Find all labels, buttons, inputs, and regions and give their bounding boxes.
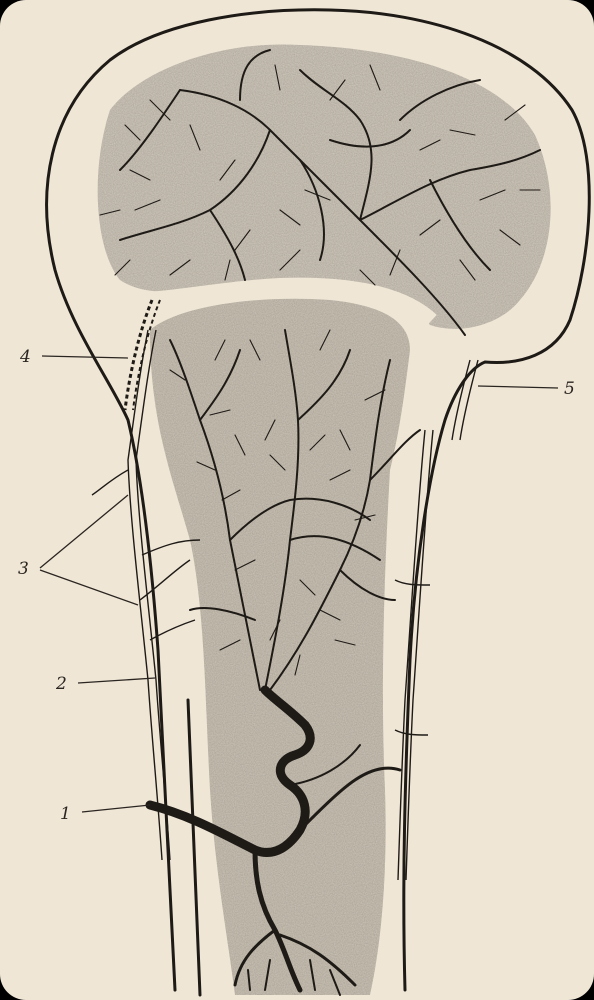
label-2: 2 xyxy=(55,674,67,694)
label-5: 5 xyxy=(564,379,575,399)
label-1: 1 xyxy=(60,804,71,824)
label-3: 3 xyxy=(18,559,29,579)
label-4: 4 xyxy=(19,347,31,367)
